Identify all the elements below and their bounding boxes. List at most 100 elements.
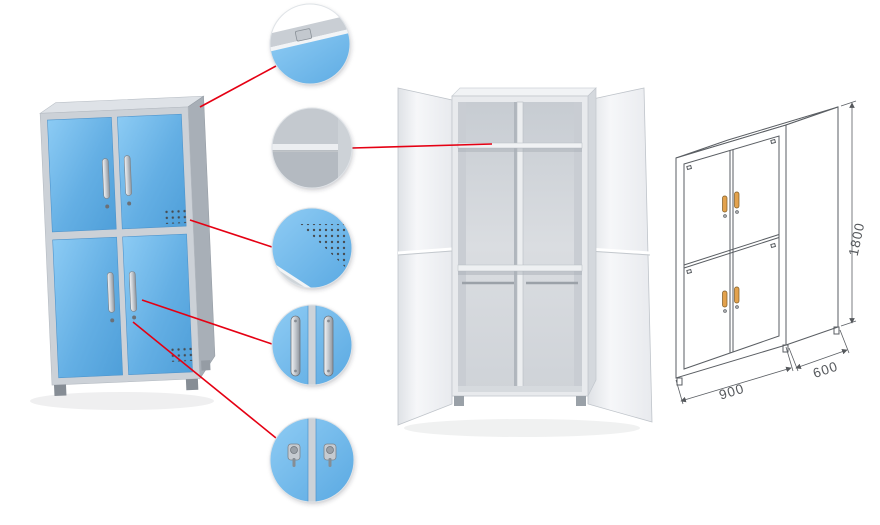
locker-door-lower-right (122, 233, 193, 376)
handle-upper-left (102, 158, 111, 199)
closed-locker-shadow (30, 392, 214, 410)
handle-screw (327, 369, 330, 373)
vent-holes-lower (168, 344, 194, 362)
cabinet-top-edge-strip (270, 14, 350, 48)
wireframe-foot (833, 326, 840, 335)
handle-screw (294, 319, 297, 323)
partition-shadow (514, 102, 517, 390)
open-locker-left-door (397, 87, 453, 426)
shelf-front-edge (272, 144, 352, 151)
inner-shelf-detail-circle (271, 107, 353, 189)
top-corner-detail-circle (269, 3, 351, 85)
extension-line (839, 329, 850, 354)
connector-line-lock-latch (132, 321, 277, 439)
cam-lock-right (323, 443, 337, 467)
extension-line (785, 346, 794, 372)
left-door-split-gap (397, 247, 453, 255)
wireframe-handle (734, 191, 740, 209)
handle-bar-right (323, 315, 334, 377)
cam-lock-left (287, 443, 301, 467)
detail-circle-ring (271, 107, 353, 189)
latch-mark (686, 268, 693, 275)
wireframe-mid-gap (683, 237, 780, 269)
wireframe-handle (734, 286, 740, 304)
handle-lower-left (106, 272, 116, 313)
open-locker-shadow (404, 419, 640, 437)
closed-locker-render (39, 95, 216, 397)
handle-lower-right (128, 271, 138, 312)
vent-holes-detail-circle (271, 207, 353, 289)
dimension-drawing (675, 100, 857, 405)
handle-bar-left (290, 315, 301, 377)
interior-right-wall (574, 102, 582, 390)
connector-line-vent-holes (189, 219, 273, 248)
center-door-gap-strip (308, 418, 316, 502)
lock-latch-detail-circle (269, 417, 355, 503)
latch-mark (770, 242, 777, 249)
handle-upper-right (123, 155, 132, 196)
detail-circle-ring (271, 304, 353, 386)
open-locker-render (397, 87, 653, 426)
right-door-split-shadow (587, 250, 651, 256)
locker-foot-back (201, 360, 211, 371)
handle-screw (327, 319, 330, 323)
detail-circle-ring (271, 207, 353, 289)
lock-lower-left (110, 318, 115, 323)
lock-lower-right (132, 315, 137, 320)
open-locker-floor (458, 386, 582, 392)
connector-line-door-handles (141, 299, 273, 345)
door-handles-detail-circle (271, 304, 353, 386)
right-door-split-gap (587, 247, 651, 255)
open-locker-foot-left (454, 396, 464, 406)
wireframe-mid-gap (683, 234, 780, 266)
dimension-width-label: 900 (717, 381, 746, 403)
wireframe-door-frame (683, 135, 780, 370)
latch-mark (770, 138, 777, 145)
top-edge-gap (270, 28, 350, 52)
dimension-depth (788, 329, 850, 372)
locker-foot-left (54, 384, 67, 397)
connector-line-inner-shelf (351, 143, 493, 149)
interior-left-wall (458, 102, 466, 390)
callout-connector-lines (132, 65, 493, 439)
vent-holes-cluster (300, 224, 346, 268)
locker-door-lower-left (52, 236, 123, 379)
wireframe-side-face (785, 106, 839, 346)
open-locker-foot-right (576, 396, 586, 406)
dimension-line-depth (795, 348, 848, 370)
corner-latch-plate (294, 28, 312, 42)
dimension-width (675, 346, 794, 405)
dimension-height (840, 100, 857, 327)
latch-mark (686, 164, 693, 171)
detail-circle-ring (269, 417, 355, 503)
handle-screw (294, 369, 297, 373)
locker-door-upper-right (117, 113, 187, 230)
wireframe-keyhole (723, 214, 727, 218)
detail-circle-ring (269, 3, 351, 85)
mid-shelf (457, 264, 583, 272)
wireframe-handle (722, 195, 728, 213)
extension-line (840, 320, 857, 327)
lock-upper-right (127, 201, 132, 206)
wireframe-foot (782, 344, 789, 353)
top-shelf-shadow (458, 148, 582, 152)
wireframe-keyhole (735, 305, 739, 309)
dimension-line-width (680, 366, 792, 403)
connector-line-top-corner (199, 65, 277, 108)
wireframe-handle (722, 290, 728, 308)
left-door-split-shadow (397, 250, 453, 256)
open-locker-top-face (451, 87, 597, 97)
lock-upper-left (105, 204, 110, 209)
wireframe-foot (676, 377, 683, 386)
wireframe-keyhole (735, 210, 739, 214)
center-door-gap-strip (308, 305, 316, 385)
wireframe-front-face (675, 124, 787, 379)
dimension-height-label: 1800 (846, 221, 868, 257)
open-locker-side-face (587, 87, 597, 397)
vent-holes-upper (162, 207, 188, 225)
extension-line (840, 100, 857, 107)
blue-panel (270, 32, 350, 84)
mid-shelf-shadow (458, 271, 582, 275)
